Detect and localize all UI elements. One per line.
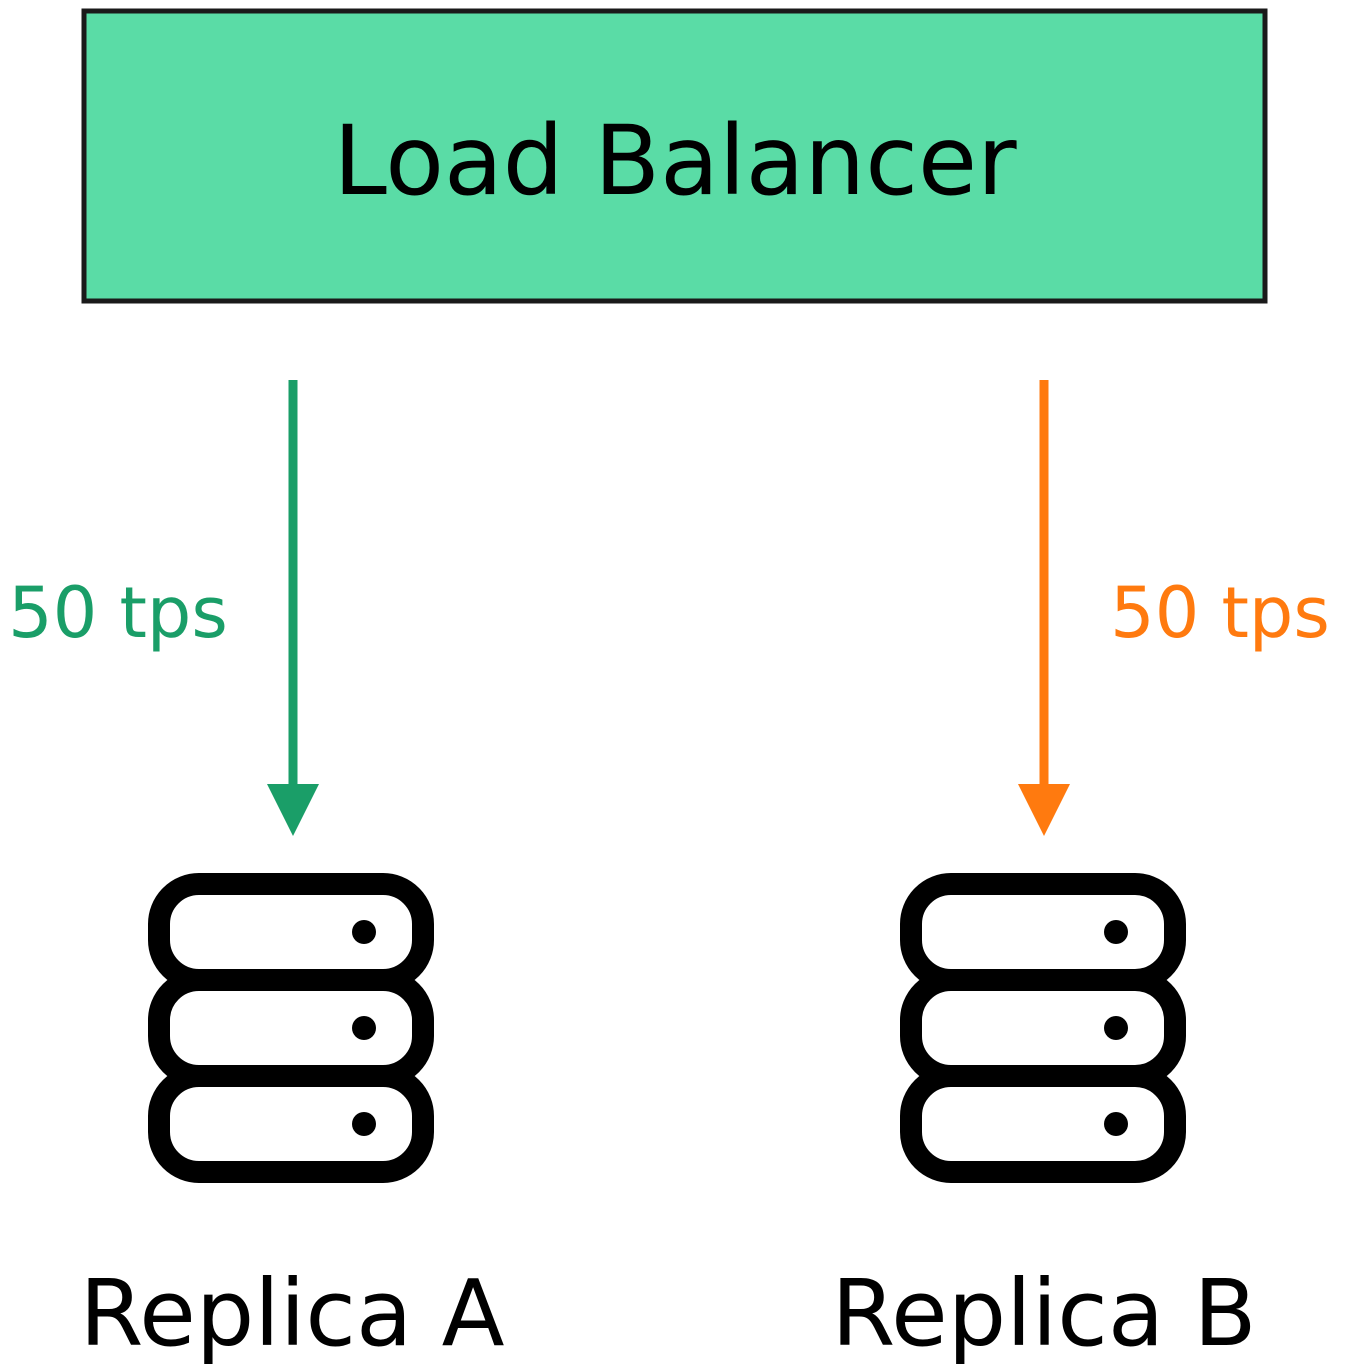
replica-b-label: Replica B	[831, 1260, 1256, 1367]
load-balancer-box	[81, 8, 1268, 304]
server-led	[1104, 1016, 1128, 1040]
flow-b: 50 tps	[1018, 380, 1330, 836]
server-led	[1104, 920, 1128, 944]
server-slot	[148, 969, 434, 1087]
server-led	[352, 920, 376, 944]
server-slot	[900, 1065, 1186, 1183]
replica-a: Replica A	[79, 873, 505, 1367]
flow-a-rate-label: 50 tps	[8, 572, 228, 654]
flow-a-arrow-head	[267, 784, 319, 836]
replica-a-label: Replica A	[79, 1260, 504, 1367]
flow-a: 50 tps	[8, 380, 319, 836]
server-icon	[900, 873, 1186, 1183]
server-slot	[148, 1065, 434, 1183]
server-slot	[900, 969, 1186, 1087]
server-icon	[148, 873, 434, 1183]
load-balancer-label: Load Balancer	[333, 105, 1017, 217]
flow-b-arrow-head	[1018, 784, 1070, 836]
load-balancer: Load Balancer	[81, 8, 1268, 304]
server-led	[352, 1016, 376, 1040]
replica-b: Replica B	[831, 873, 1257, 1367]
flow-b-rate-label: 50 tps	[1110, 572, 1330, 654]
server-slot	[900, 873, 1186, 991]
server-slot	[148, 873, 434, 991]
server-led	[352, 1112, 376, 1136]
server-led	[1104, 1112, 1128, 1136]
